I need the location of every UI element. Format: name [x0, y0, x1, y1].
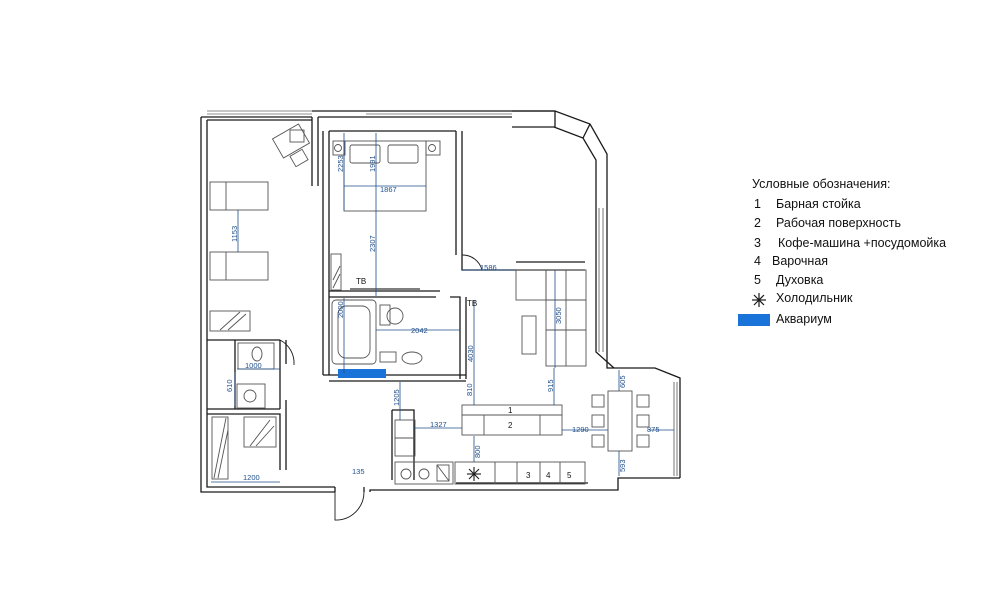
legend-label: Варочная [772, 254, 829, 268]
walls [200, 110, 681, 493]
windows [207, 110, 678, 476]
label-bar-counter: 1 [508, 406, 513, 415]
dim-1153: 1153 [230, 226, 239, 242]
double-bed [343, 140, 427, 212]
dim-2307: 2307 [368, 235, 377, 252]
dim-605: 605 [618, 375, 627, 388]
dim-610: 610 [225, 379, 234, 392]
tv-label-bedroom: ТВ [356, 277, 366, 286]
dim-593: 593 [618, 459, 627, 472]
legend-key: 1 [754, 197, 761, 211]
plan-labels: ТВ ТВ 1 2 3 4 5 [356, 277, 572, 480]
aquarium [338, 369, 386, 378]
furniture [209, 123, 650, 485]
dim-1327: 1327 [430, 420, 447, 429]
dim-1200: 1200 [243, 473, 260, 482]
dim-1991: 1991 [368, 155, 377, 172]
legend-label: Барная стойка [776, 197, 861, 211]
dim-810: 810 [465, 383, 474, 396]
dim-1867: 1867 [380, 185, 397, 194]
legend-key: 2 [754, 216, 761, 230]
label-cooktop: 4 [546, 471, 551, 480]
dim-135: 135 [352, 467, 365, 476]
dim-875: 875 [647, 425, 660, 434]
tv-label-hall: ТВ [467, 299, 477, 308]
legend-key: 4 [754, 254, 761, 268]
snowflake-icon [467, 467, 481, 481]
legend-label: Рабочая поверхность [776, 216, 901, 230]
dimension-texts: 2253 1991 1867 2307 1153 2000 2042 4030 … [225, 155, 660, 482]
wardrobe [209, 310, 251, 332]
snowflake-icon [752, 293, 766, 307]
doors [279, 254, 483, 521]
dim-2042: 2042 [411, 326, 428, 335]
bathtub [331, 299, 377, 365]
dim-2253: 2253 [336, 155, 345, 172]
label-oven: 5 [567, 471, 572, 480]
dim-1000: 1000 [245, 361, 262, 370]
legend-label: Духовка [776, 273, 824, 287]
dim-915: 915 [546, 379, 555, 392]
legend-label: Холодильник [776, 291, 853, 305]
legend-label: Кофе-машина +посудомойка [778, 236, 947, 250]
dim-2000: 2000 [336, 301, 345, 318]
legend-key: 5 [754, 273, 761, 287]
dim-1586: 1586 [480, 263, 497, 272]
label-work-surface: 2 [508, 421, 513, 430]
chair [289, 148, 309, 168]
dim-800: 800 [473, 445, 482, 458]
label-coffee-dishwasher: 3 [526, 471, 531, 480]
work-surface [461, 414, 563, 436]
legend-key: 3 [754, 236, 761, 250]
dining-table [607, 390, 633, 452]
dimension-lines [211, 133, 674, 483]
legend-label: Аквариум [776, 312, 832, 326]
dim-3050: 3050 [554, 307, 563, 324]
bed [209, 181, 269, 211]
bed [209, 251, 269, 281]
aquarium-swatch [738, 314, 770, 326]
dim-1290: 1290 [572, 425, 589, 434]
legend-title: Условные обозначения: [752, 177, 891, 191]
dim-4030: 4030 [466, 345, 475, 362]
dim-1205: 1205 [392, 389, 401, 406]
